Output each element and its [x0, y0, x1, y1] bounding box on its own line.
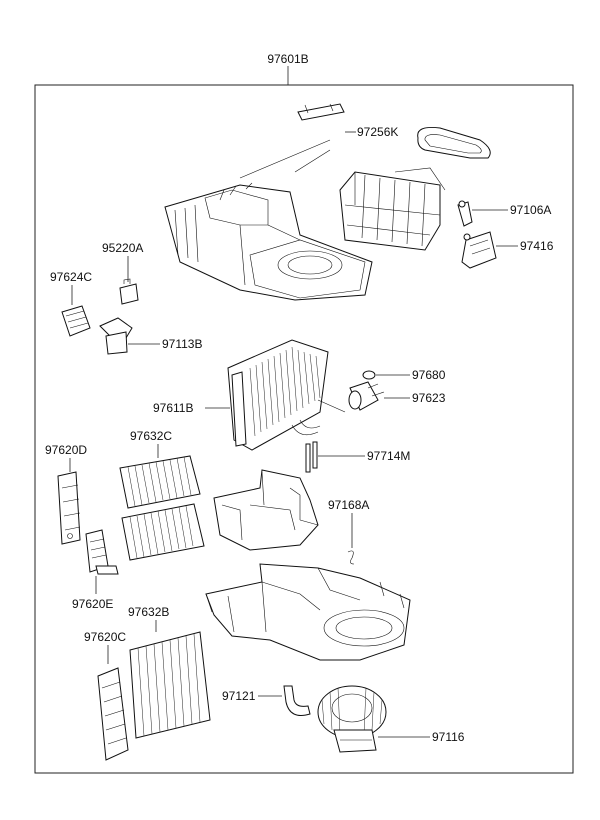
- part-label-filter-cover-e: 97620E: [72, 597, 113, 611]
- part-label-filter-cover-d: 97620D: [45, 443, 87, 457]
- lower-case-illustration: [205, 563, 411, 661]
- part-label-filter-upper: 97632C: [130, 429, 172, 443]
- part-label-resistor-cover: 97624C: [50, 270, 92, 284]
- o-ring-illustration: [362, 370, 376, 380]
- resistor-cover-illustration: [61, 305, 91, 337]
- filter-upper-illustration: [119, 455, 205, 561]
- actuator-bracket-illustration: [461, 231, 497, 269]
- drain-hose-illustration: [283, 685, 311, 716]
- part-label-drain-hose: 97121: [222, 689, 256, 703]
- filter-cover-c-illustration: [97, 667, 129, 761]
- assembly-frame: [34, 84, 574, 774]
- part-label-bracket: 97113B: [162, 337, 202, 351]
- filter-cover-d-illustration: [57, 471, 81, 545]
- bracket-illustration: [99, 317, 133, 355]
- part-label-expansion-valve: 97623: [412, 391, 446, 405]
- upper-case-illustration: [164, 103, 491, 301]
- part-label-evaporator: 97611B: [153, 401, 193, 415]
- filter-lower-illustration: [129, 631, 211, 739]
- part-label-pipe: 97714M: [367, 449, 410, 463]
- part-label-resistor: 95220A: [102, 241, 143, 255]
- part-label-clip: 97168A: [328, 498, 369, 512]
- middle-case-illustration: [213, 469, 319, 551]
- part-label-actuator: 97106A: [510, 203, 551, 217]
- part-label-upper-case: 97256K: [357, 125, 398, 139]
- clip-illustration: [347, 550, 355, 565]
- blower-motor-illustration: [317, 685, 387, 753]
- evaporator-illustration: [227, 339, 346, 451]
- actuator-illustration: [457, 200, 473, 227]
- assembly-label: 97601B: [267, 52, 308, 66]
- filter-cover-e-illustration: [85, 529, 119, 575]
- pipe-illustration: [305, 441, 318, 473]
- part-label-blower-motor: 97116: [432, 730, 465, 744]
- part-label-o-ring: 97680: [412, 368, 446, 382]
- part-label-actuator-bracket: 97416: [520, 239, 554, 253]
- resistor-illustration: [119, 278, 139, 305]
- part-label-filter-cover-c: 97620C: [84, 630, 126, 644]
- part-label-filter-lower: 97632B: [128, 605, 169, 619]
- expansion-valve-illustration: [348, 381, 385, 411]
